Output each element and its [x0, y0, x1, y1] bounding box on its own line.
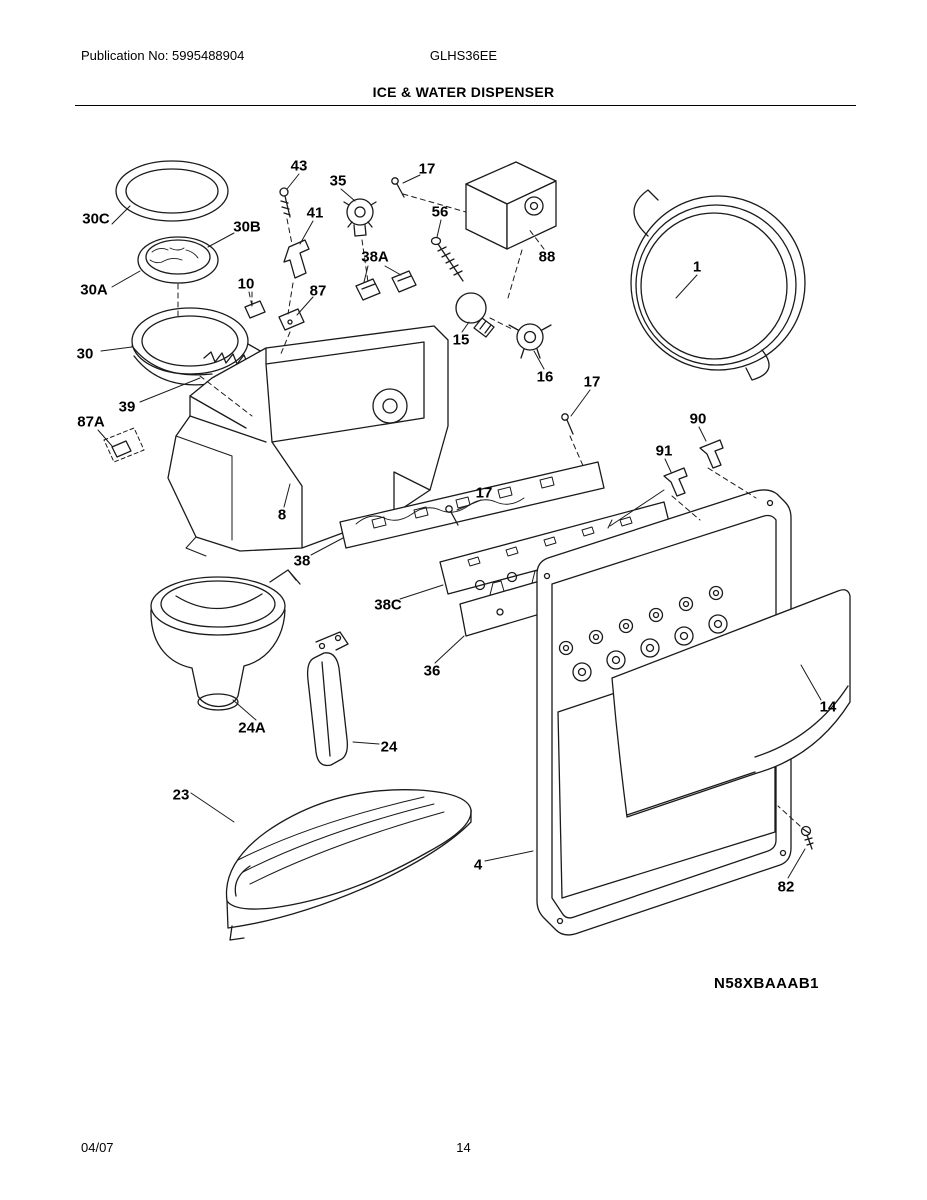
part-38c-board	[439, 501, 673, 595]
part-35-motor	[343, 198, 377, 237]
part-30-ring	[131, 307, 263, 386]
page-title: ICE & WATER DISPENSER	[372, 84, 555, 100]
part-38-board	[339, 461, 605, 549]
part-10-clip	[244, 300, 266, 319]
part-82-screw	[800, 825, 814, 850]
footer-page-number: 14	[456, 1140, 471, 1155]
title-divider	[75, 105, 856, 106]
diagram-id: N58XBAAAB1	[714, 975, 820, 992]
part-88-solenoid	[465, 161, 557, 250]
part-30a-disc	[137, 236, 219, 284]
part-16-socket	[508, 323, 552, 359]
part-90-clip	[699, 439, 724, 469]
footer-date: 04/07	[81, 1140, 114, 1155]
part-23-tray	[225, 789, 472, 941]
part-41-bracket	[283, 239, 310, 279]
model-number: GLHS36EE	[429, 48, 498, 63]
publication-number: Publication No: 5995488904	[81, 48, 245, 63]
part-15-bulb	[455, 292, 495, 338]
part-56-screw	[430, 236, 464, 282]
part-30c-ring	[115, 160, 229, 222]
part-8-housing	[167, 325, 449, 557]
part-17-screw-top	[391, 177, 405, 198]
leader-lines	[97, 173, 822, 879]
part-87-switch	[278, 308, 305, 331]
part-17-screw-right	[561, 413, 574, 435]
part-24-paddle	[306, 631, 349, 767]
part-24a-funnel	[150, 569, 301, 711]
part-87a-clip	[103, 427, 145, 463]
construction-lines	[177, 193, 801, 827]
part-91-clip	[607, 467, 688, 529]
part-1-tube-coil	[630, 189, 806, 381]
part-17-screw-mid	[445, 505, 459, 526]
part-14-overlay	[611, 589, 851, 818]
part-38a-clips	[355, 270, 417, 301]
part-43-screw	[279, 187, 291, 218]
